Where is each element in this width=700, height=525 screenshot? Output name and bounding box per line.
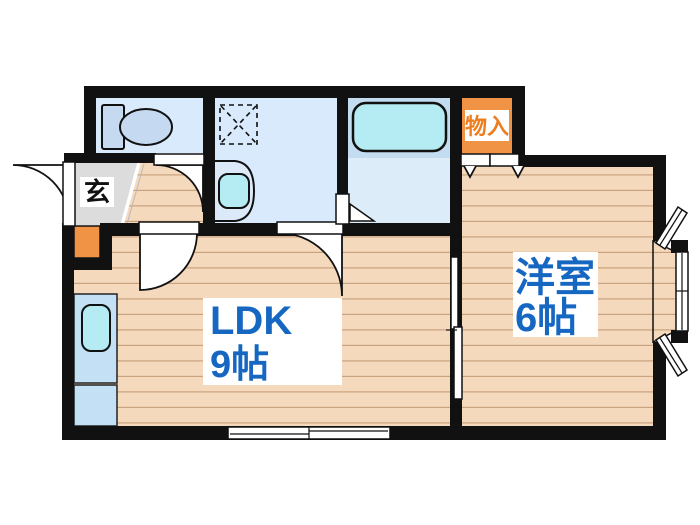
shoe-cabinet [73, 225, 101, 259]
western-room-label-box [513, 252, 598, 337]
toilet-door [153, 153, 205, 213]
genkan-step-edge [120, 162, 141, 226]
chevron-down-icon [511, 165, 525, 179]
bathtub-icon [351, 101, 448, 153]
bath-folding-door [335, 193, 377, 225]
western-room-size-label: 6帖 [515, 296, 577, 340]
entrance-label-box [80, 177, 114, 207]
fixtures [73, 101, 448, 427]
entrance-label: 玄 [84, 177, 110, 207]
washroom-ldk-door [276, 221, 344, 297]
ldk-window [227, 426, 391, 440]
toilet-icon [101, 104, 173, 150]
doors-and-windows [12, 153, 689, 440]
western-room-name-label: 洋室 [515, 256, 595, 300]
kitchen-counter [73, 293, 118, 427]
sliding-door [446, 256, 463, 400]
storage-label: 物入 [465, 114, 509, 139]
hall-ldk-door [138, 221, 200, 291]
storage-label-box [465, 110, 509, 141]
washing-machine-area-icon [219, 104, 258, 145]
chevron-down-icon [463, 165, 477, 179]
kitchen-sink-icon [81, 304, 111, 352]
bay-window [654, 205, 689, 378]
ldk-size-label: 9帖 [210, 344, 269, 386]
room-labels: 玄 物入 LDK 9帖 洋室 6帖 [80, 110, 598, 386]
ldk-label-box [203, 298, 342, 385]
entrance-door [12, 161, 76, 227]
ldk-name-label: LDK [210, 299, 292, 343]
washbasin-icon [213, 160, 256, 222]
genkan-step-line [126, 163, 145, 225]
storage-closet-doors [460, 153, 525, 179]
